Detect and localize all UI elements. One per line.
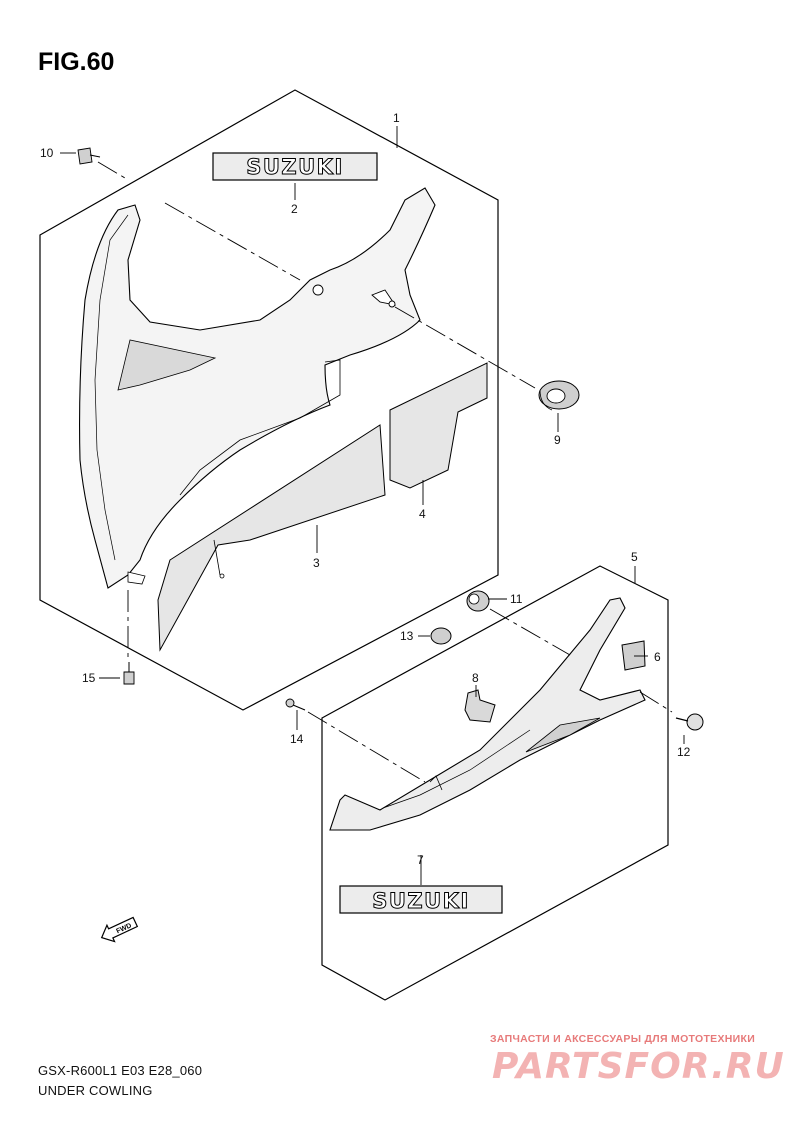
callout-8: 8 bbox=[472, 671, 479, 685]
callout-9: 9 bbox=[554, 433, 561, 447]
side-panel-part-3 bbox=[157, 424, 386, 652]
callout-11: 11 bbox=[510, 592, 523, 606]
callout-10: 10 bbox=[40, 146, 54, 160]
suzuki-emblem-part-7 bbox=[339, 885, 503, 914]
upper-assembly-frame bbox=[39, 89, 499, 711]
grommet-part-11 bbox=[466, 590, 490, 612]
upper-logo-text: SUZUKI bbox=[246, 155, 344, 179]
callout-7: 7 bbox=[417, 853, 424, 867]
lower-cowling-part-5 bbox=[329, 597, 646, 831]
small-panel-part-4 bbox=[389, 362, 488, 489]
callout-6: 6 bbox=[654, 650, 661, 664]
fwd-arrow-icon: FWD bbox=[100, 916, 139, 943]
suzuki-emblem-part-2 bbox=[212, 152, 378, 181]
section-name: UNDER COWLING bbox=[38, 1083, 153, 1098]
screw-part-14 bbox=[285, 698, 306, 711]
callout-3: 3 bbox=[313, 556, 320, 570]
watermark-tagline: ЗАПЧАСТИ И АКСЕССУАРЫ ДЛЯ МОТОТЕХНИКИ bbox=[490, 1033, 756, 1045]
screw-part-10 bbox=[77, 147, 101, 165]
callout-5: 5 bbox=[631, 550, 638, 564]
callout-12: 12 bbox=[677, 745, 691, 759]
bolt-part-12 bbox=[675, 713, 704, 731]
callout-13: 13 bbox=[400, 629, 414, 643]
callout-15: 15 bbox=[82, 671, 96, 685]
watermark-logo: PARTSFOR.RU bbox=[492, 1046, 785, 1087]
under-cowling-part-1 bbox=[79, 187, 436, 589]
grommet-part-9 bbox=[538, 380, 580, 411]
model-code: GSX-R600L1 E03 E28_060 bbox=[38, 1063, 203, 1078]
callout-4: 4 bbox=[419, 507, 426, 521]
lower-assembly-frame bbox=[321, 565, 669, 1001]
clip-part-8 bbox=[464, 689, 496, 723]
figure-title: FIG.60 bbox=[38, 48, 115, 76]
callout-1: 1 bbox=[393, 111, 400, 125]
callout-14: 14 bbox=[290, 732, 304, 746]
callout-2: 2 bbox=[291, 202, 298, 216]
pad-part-6 bbox=[621, 640, 646, 671]
screw-part-15 bbox=[123, 662, 135, 685]
lower-logo-text: SUZUKI bbox=[372, 889, 470, 913]
nut-part-13 bbox=[430, 627, 452, 645]
